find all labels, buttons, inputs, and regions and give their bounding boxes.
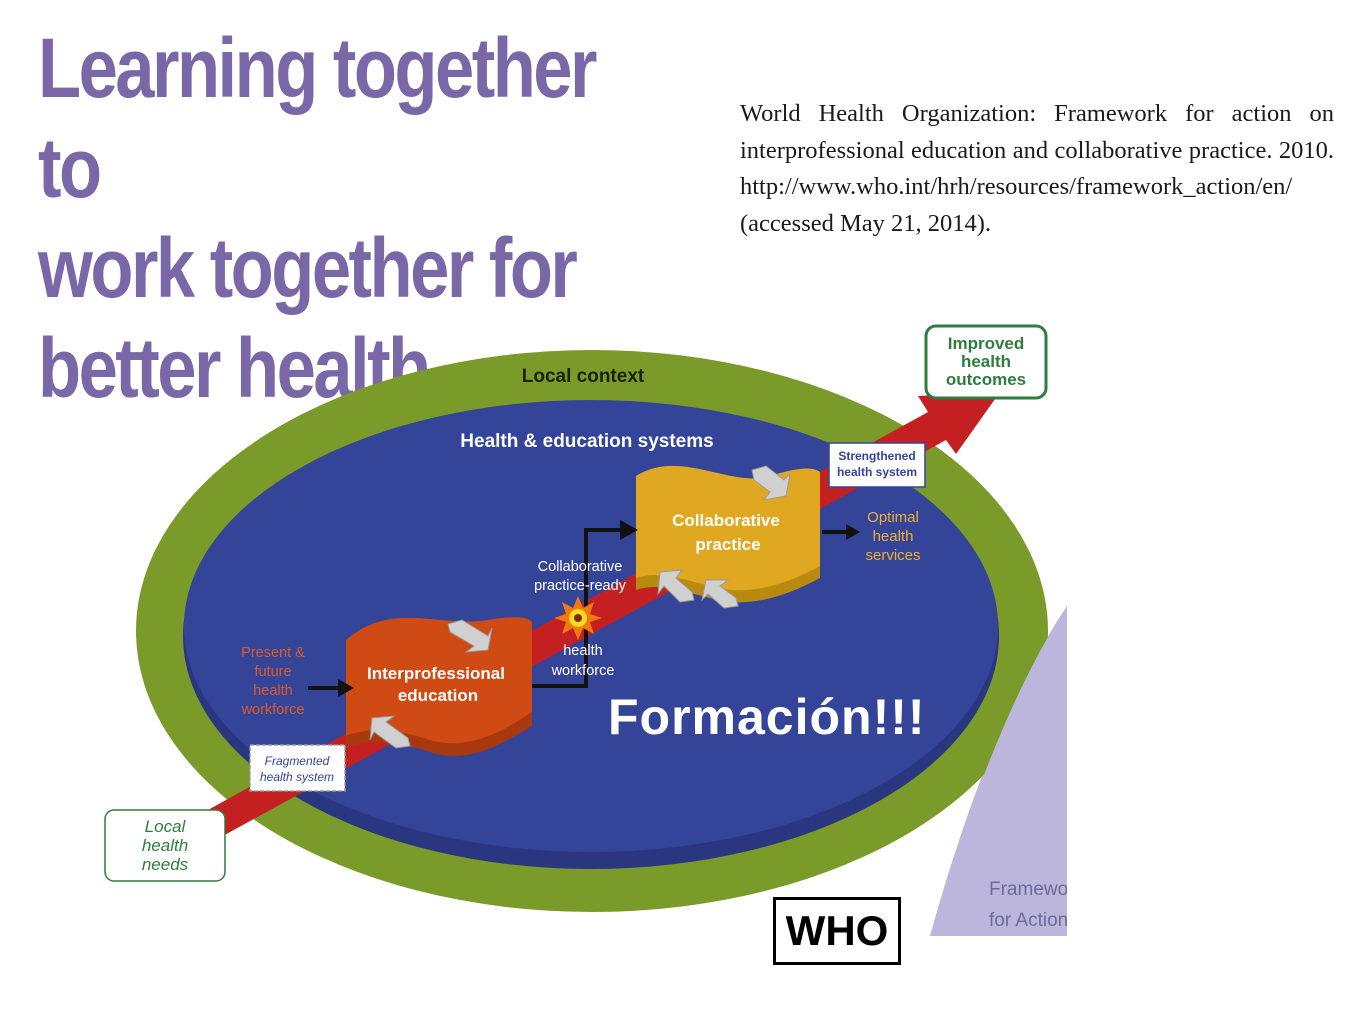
local-needs-label: Local health needs [142,817,189,874]
framework-line-2: for Action [989,910,1068,931]
fragmented-system-box [249,744,346,792]
flow-arrow-cp-to-services-head [846,524,860,540]
feedback-arrow-4 [657,569,695,603]
local-needs-line-3: needs [142,855,189,874]
feedback-arrow-2 [369,715,411,749]
title-line-1: Learning together to [38,21,597,215]
feedback-arrow-1 [447,619,493,653]
framework-cover-label: Framewor for Action [989,879,1075,931]
improved-outcomes-line-3: outcomes [946,370,1026,389]
collaborative-practice-label: Collaborative practice [672,511,780,554]
framework-crop-mask [1067,580,1187,960]
feedback-arrows [369,465,791,749]
optimal-services-label: Optimal health services [865,509,920,564]
improved-outcomes-line-1: Improved [948,334,1025,353]
cp-ready-line-1: Collaborative [538,559,623,575]
health-workforce-burst [554,596,602,640]
optimal-line-2: health [873,528,914,545]
fragmented-system-label: Fragmented health system [260,754,334,784]
framework-cover-front [930,606,1067,936]
formacion-overlay-text: Formación!!! [608,689,926,745]
health-workforce-line-1: health [563,643,603,659]
improved-outcomes-line-2: health [961,352,1011,371]
systems-label: Health & education systems [460,431,713,452]
strengthened-line-2: health system [837,465,917,479]
ipe-line-1: Interprofessional [367,664,505,683]
local-needs-line-1: Local [145,817,187,836]
strengthened-line-1: Strengthened [838,449,915,463]
flow-arrow-ipe-to-cp-head [620,520,638,540]
health-workforce-label: health workforce [551,643,615,679]
present-future-line-1: Present & [241,645,305,661]
ipe-line-2: education [398,686,478,705]
flow-arrow-workforce-to-ipe-head [338,679,354,697]
local-needs-line-2: health [142,836,188,855]
feedback-arrow-3 [751,465,791,501]
title-line-2: work together for [38,221,578,315]
optimal-line-1: Optimal [867,509,919,526]
collaborative-practice-line-2: practice [695,535,760,554]
present-future-label: Present & future health workforce [241,645,306,718]
strengthened-system-label: Strengthened health system [837,449,917,479]
feedback-arrow-5 [701,579,739,609]
framework-line-1: Framewor [989,879,1075,900]
health-workforce-line-2: workforce [551,663,615,679]
citation-text: World Health Organization: Framework for… [740,100,1334,237]
local-needs-box [104,809,226,882]
present-future-line-3: health [253,683,293,699]
ipe-label: Interprofessional education [367,664,505,705]
fragmented-line-1: Fragmented [265,754,330,768]
improved-outcomes-label: Improved health outcomes [946,334,1026,389]
fragmented-line-2: health system [260,770,334,784]
improved-outcomes-box [924,324,1048,400]
who-label-box: WHO [773,897,901,965]
optimal-line-3: services [865,547,920,564]
strengthened-system-box [828,442,926,488]
local-context-label: Local context [522,366,645,387]
cp-ready-label: Collaborative practice-ready [534,559,627,594]
collaborative-practice-line-1: Collaborative [672,511,780,530]
cp-ready-line-2: practice-ready [534,578,627,594]
who-label: WHO [785,907,889,954]
present-future-line-4: workforce [241,702,305,718]
main-title: Learning together to work together for b… [38,18,626,418]
present-future-line-2: future [254,664,291,680]
